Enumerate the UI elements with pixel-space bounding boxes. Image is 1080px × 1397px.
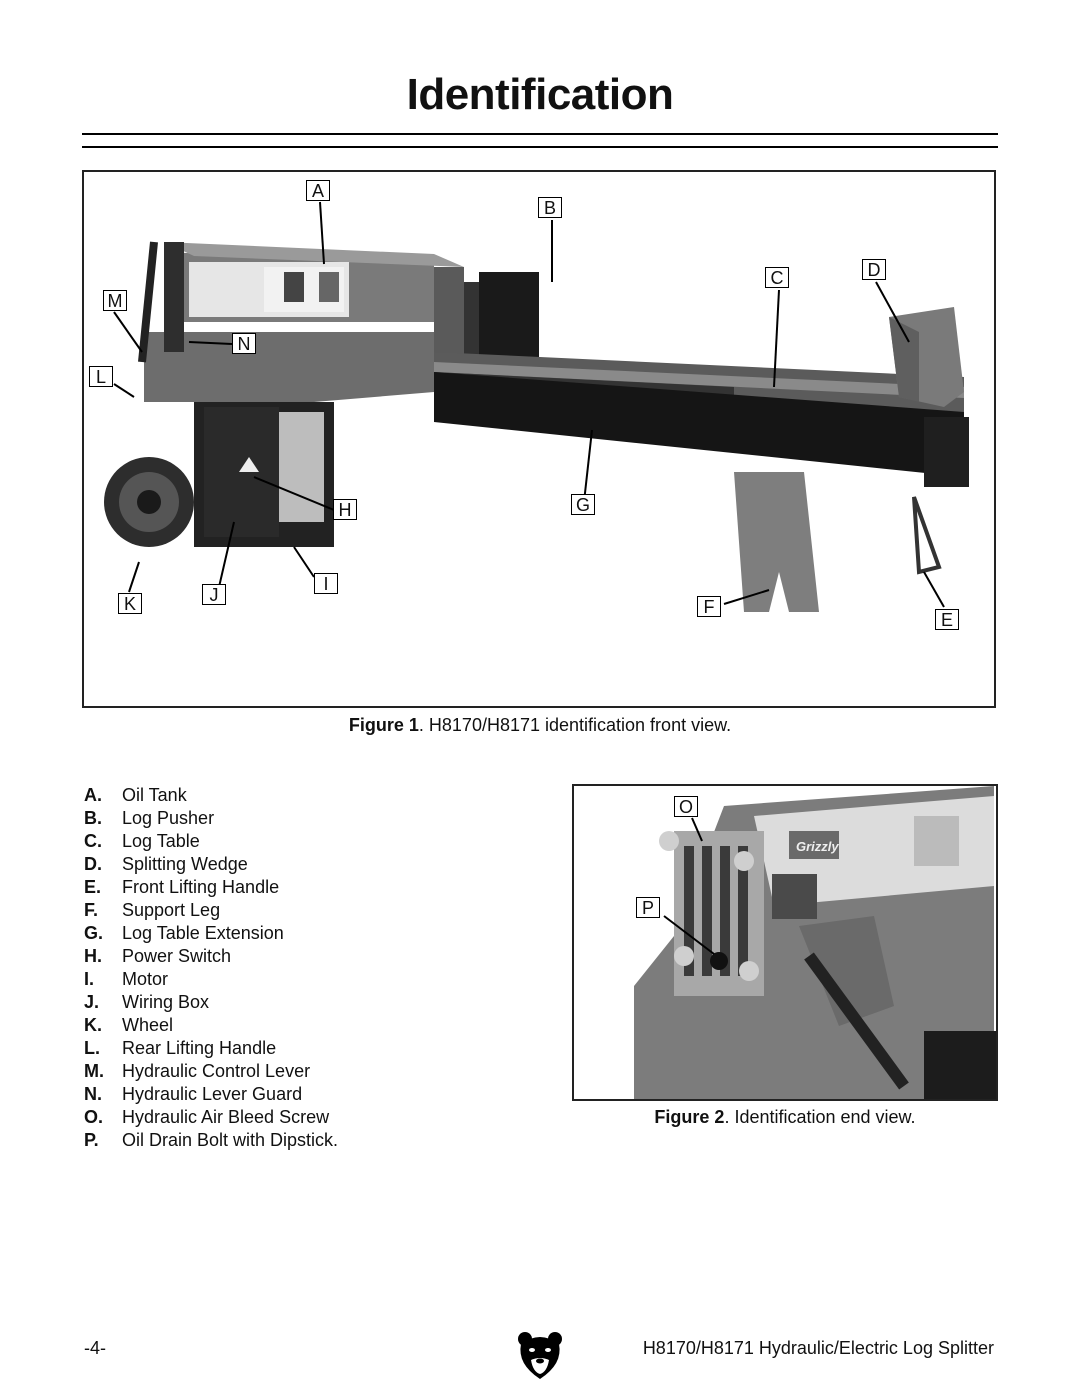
callout-p: P	[636, 897, 660, 918]
callout-l: L	[89, 366, 113, 387]
callout-o: O	[674, 796, 698, 817]
callout-j: J	[202, 584, 226, 605]
callout-d: D	[862, 259, 886, 280]
title-rule-bottom	[82, 146, 998, 148]
callout-b: B	[538, 197, 562, 218]
callout-n: N	[232, 333, 256, 354]
bear-logo-icon	[518, 1332, 562, 1379]
callout-e: E	[935, 609, 959, 630]
figure-2-caption-label: Figure 2	[654, 1107, 725, 1127]
figure-2-caption-text: . Identification end view.	[724, 1107, 916, 1127]
brand-logo-text: Grizzly	[796, 839, 839, 854]
callout-i: I	[314, 573, 338, 594]
figure-2-caption: Figure 2. Identification end view.	[572, 1107, 998, 1128]
page-number: -4-	[84, 1338, 106, 1358]
figure-1-caption: Figure 1. H8170/H8171 identification fro…	[0, 715, 1080, 736]
figure-2-end-view: Grizzly	[572, 784, 998, 1101]
callout-c: C	[765, 267, 789, 288]
figure-1-caption-text: . H8170/H8171 identification front view.	[418, 715, 732, 735]
callout-h: H	[333, 499, 357, 520]
footer-title: H8170/H8171 Hydraulic/Electric Log Split…	[642, 1338, 994, 1358]
page-title: Identification	[406, 70, 674, 119]
log-splitter-front-illustration	[104, 201, 969, 612]
callout-g: G	[571, 494, 595, 515]
figure-1-caption-label: Figure 1	[348, 715, 419, 735]
title-rule-top	[82, 133, 998, 135]
callout-f: F	[697, 596, 721, 617]
figure-1-front-view	[82, 170, 996, 708]
callout-a: A	[306, 180, 330, 201]
log-splitter-end-illustration: Grizzly	[574, 786, 996, 1099]
callout-k: K	[118, 593, 142, 614]
callout-m: M	[103, 290, 127, 311]
